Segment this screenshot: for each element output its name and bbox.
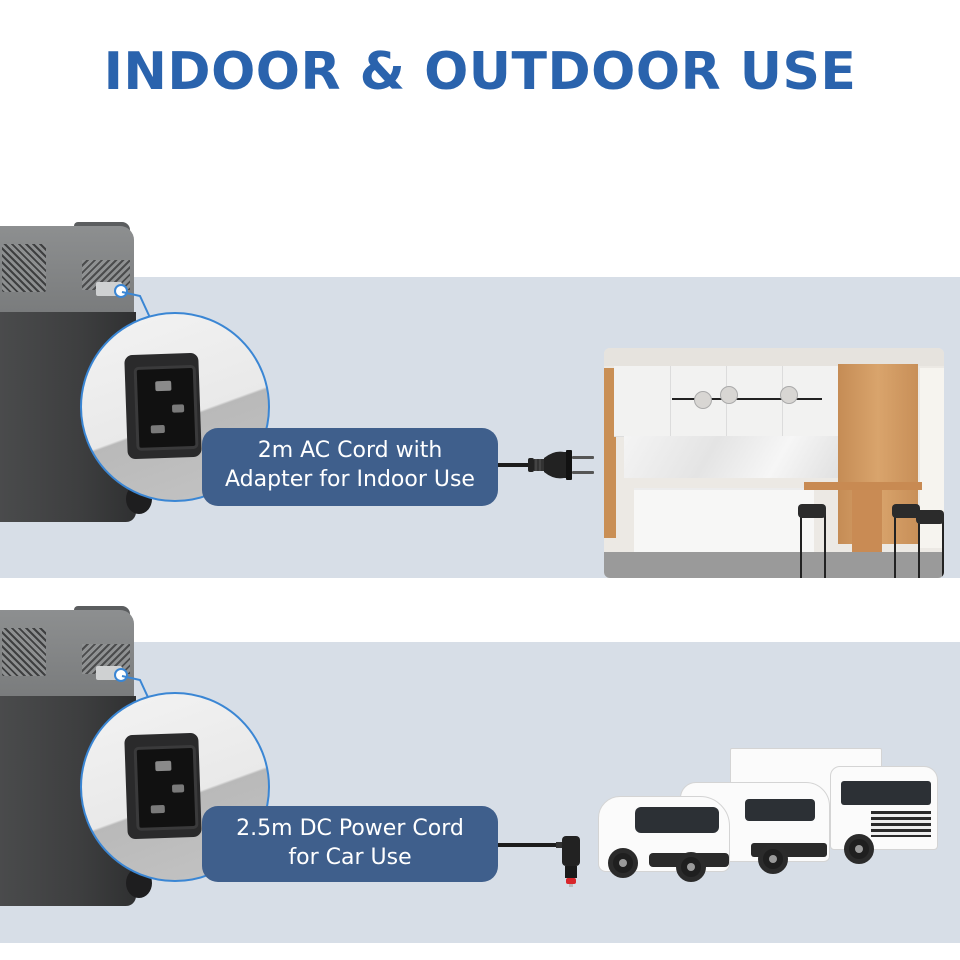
leader-line <box>121 291 153 323</box>
dc-cord <box>498 843 560 847</box>
callout-line-2: Adapter for Indoor Use <box>225 467 475 492</box>
callout-line-1: 2m AC Cord with <box>257 438 443 463</box>
truck-cab <box>830 766 938 850</box>
cooler-device-indoor <box>0 222 152 526</box>
vehicles-photo <box>598 748 940 882</box>
port-marker-dot <box>114 284 128 298</box>
indoor-callout: 2m AC Cord with Adapter for Indoor Use <box>202 428 498 506</box>
ac-two-pin-plug-icon <box>528 450 594 480</box>
car-cigarette-plug-icon <box>556 836 580 887</box>
ac-cord <box>498 463 532 467</box>
ac-socket-icon <box>124 352 202 460</box>
callout-line-2: for Car Use <box>288 845 412 870</box>
port-marker-dot <box>114 668 128 682</box>
dc-socket-icon <box>124 732 202 840</box>
outdoor-callout: 2.5m DC Power Cord for Car Use <box>202 806 498 882</box>
vent-icon <box>2 244 46 292</box>
page-title: INDOOR & OUTDOOR USE <box>103 42 857 102</box>
kitchen-photo <box>604 348 944 578</box>
callout-line-1: 2.5m DC Power Cord <box>236 816 464 841</box>
vent-icon <box>2 628 46 676</box>
